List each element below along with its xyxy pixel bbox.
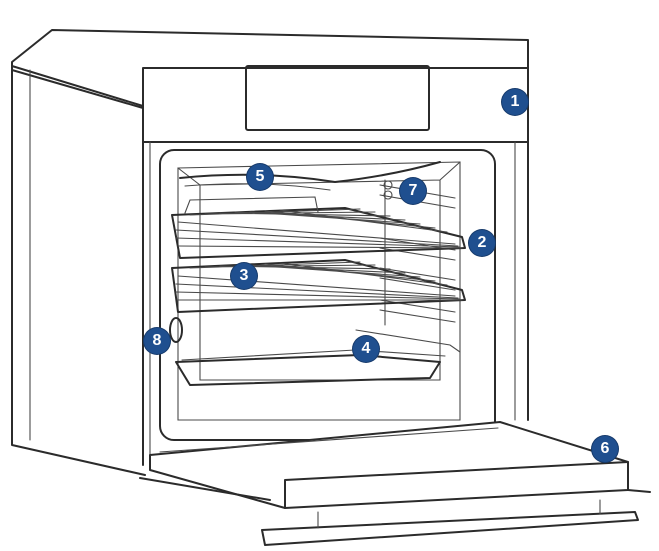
callout-3: 3 [231, 263, 257, 289]
display-window [245, 65, 430, 131]
callout-5: 5 [247, 164, 273, 190]
callout-8: 8 [144, 328, 170, 354]
callout-6: 6 [592, 436, 618, 462]
wire-rack-upper [171, 196, 466, 259]
callout-4: 4 [353, 336, 379, 362]
callout-7: 7 [400, 178, 426, 204]
callout-1: 1 [502, 89, 528, 115]
door-handle [261, 511, 639, 546]
front-frame [142, 141, 529, 466]
wire-rack-lower [171, 259, 466, 313]
top-heating-element [179, 161, 441, 183]
door-hinge [169, 317, 183, 343]
callout-2: 2 [469, 230, 495, 256]
oven-side-panel [11, 65, 146, 476]
oven-door [139, 421, 651, 546]
baking-tray [175, 329, 461, 386]
